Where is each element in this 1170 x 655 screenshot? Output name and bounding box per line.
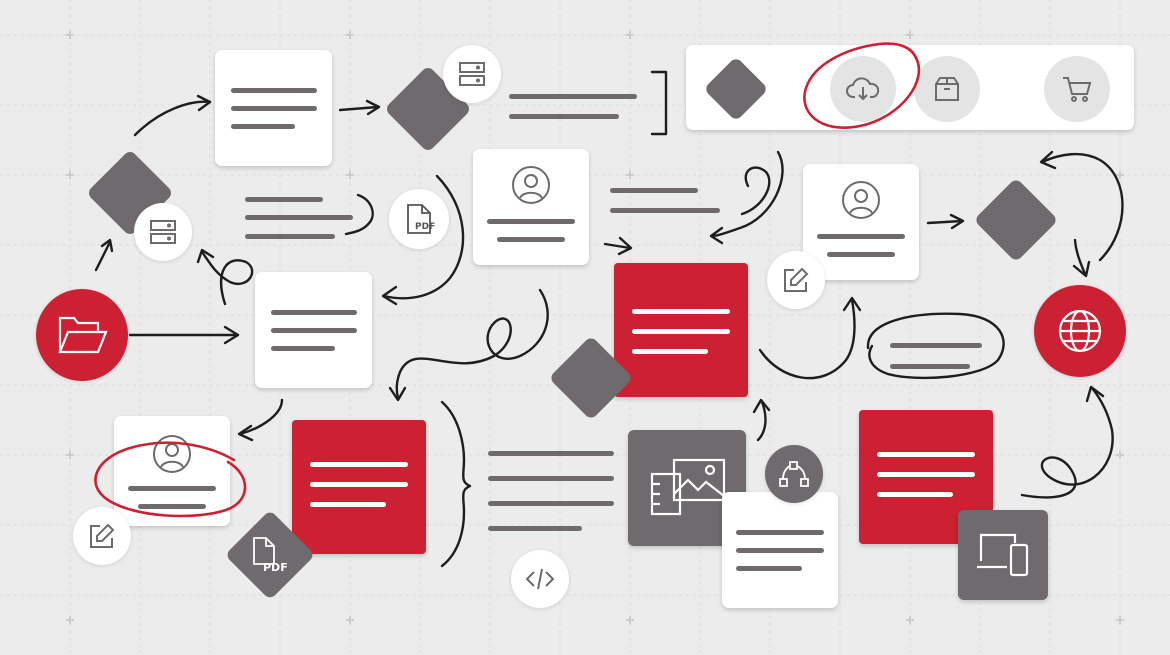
text-line <box>817 234 905 239</box>
pdf-file-icon <box>253 537 275 565</box>
pdf-node[interactable]: PDF <box>389 189 449 249</box>
text-line <box>736 566 802 571</box>
red-document-card[interactable] <box>614 263 748 397</box>
globe-icon <box>1058 309 1102 353</box>
text-line <box>877 452 975 457</box>
cloud-download-icon <box>846 77 880 101</box>
text-line <box>231 106 317 111</box>
user-card[interactable] <box>473 149 589 265</box>
cloud-download-step[interactable] <box>830 56 896 122</box>
devices-icon <box>977 533 1029 577</box>
user-card[interactable] <box>114 416 230 526</box>
user-card[interactable] <box>803 164 919 280</box>
text-line <box>509 114 619 119</box>
text-card[interactable] <box>255 272 372 388</box>
user-icon <box>512 166 550 204</box>
text-line <box>509 94 637 99</box>
globe-node[interactable] <box>1034 285 1126 377</box>
text-line <box>245 234 335 239</box>
text-line <box>610 188 698 193</box>
vector-path-node[interactable] <box>765 445 823 503</box>
shopping-cart-icon <box>1063 77 1092 102</box>
text-line <box>877 492 953 497</box>
text-line <box>488 476 614 481</box>
text-line <box>488 526 582 531</box>
folder-open-icon <box>58 316 108 354</box>
user-icon <box>842 181 880 219</box>
text-line <box>271 328 357 333</box>
text-line <box>231 124 295 129</box>
text-line <box>487 219 575 224</box>
text-line <box>890 343 982 348</box>
text-line <box>231 88 317 93</box>
pdf-file-icon <box>407 204 431 234</box>
text-line <box>497 237 565 242</box>
code-icon <box>525 568 555 590</box>
text-line <box>736 530 824 535</box>
pdf-label: PDF <box>263 561 288 574</box>
server-icon <box>459 62 485 86</box>
text-line <box>736 548 824 553</box>
folder-node[interactable] <box>36 289 128 381</box>
text-line <box>138 504 206 509</box>
package-icon <box>935 77 959 101</box>
text-line <box>632 329 730 334</box>
text-line <box>632 309 730 314</box>
server-node[interactable] <box>443 45 501 103</box>
text-line <box>271 346 335 351</box>
text-line <box>488 501 614 506</box>
edit-icon <box>784 267 809 292</box>
text-line <box>245 197 323 202</box>
text-card[interactable] <box>722 492 838 608</box>
edit-icon <box>90 523 115 548</box>
code-node[interactable] <box>511 550 569 608</box>
text-line <box>310 462 408 467</box>
edit-node[interactable] <box>73 507 131 565</box>
text-line <box>488 451 614 456</box>
text-line <box>610 208 720 213</box>
vector-path-icon <box>779 461 809 487</box>
red-document-card[interactable] <box>292 420 426 554</box>
text-line <box>245 215 353 220</box>
image-gallery-icon <box>650 458 726 516</box>
text-line <box>827 252 895 257</box>
devices-card[interactable] <box>958 510 1048 600</box>
edit-node[interactable] <box>767 251 825 309</box>
text-line <box>877 472 975 477</box>
server-icon <box>150 220 176 244</box>
package-step[interactable] <box>914 56 980 122</box>
text-line <box>128 486 216 491</box>
pdf-label: PDF <box>415 222 436 232</box>
text-line <box>310 482 408 487</box>
text-line <box>632 349 708 354</box>
text-line <box>310 502 386 507</box>
text-card[interactable] <box>215 50 332 166</box>
shopping-cart-step[interactable] <box>1044 56 1110 122</box>
text-line <box>271 310 357 315</box>
server-node[interactable] <box>134 203 192 261</box>
text-line <box>890 364 970 369</box>
